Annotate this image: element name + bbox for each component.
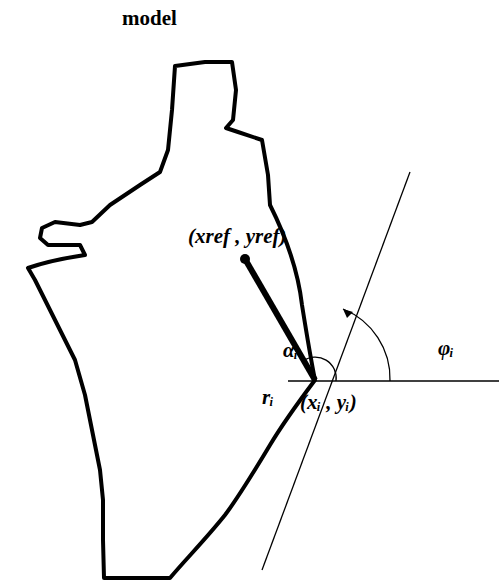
alpha-arc [303, 357, 336, 381]
model-outline [28, 62, 315, 578]
angle-label: αᵢ [283, 340, 298, 361]
angle-label: φᵢ [438, 338, 454, 359]
point-label: (xᵢ , yᵢ) [300, 392, 357, 413]
radius-vector [245, 259, 315, 380]
radius-label: rᵢ [262, 387, 274, 408]
horizontal-axis [288, 380, 499, 381]
reference-point [240, 254, 250, 264]
reference-label: (xref , yref) [188, 226, 287, 247]
model-title: model [122, 8, 177, 29]
phi-arrowhead [343, 309, 353, 318]
phi-arc [343, 309, 390, 381]
